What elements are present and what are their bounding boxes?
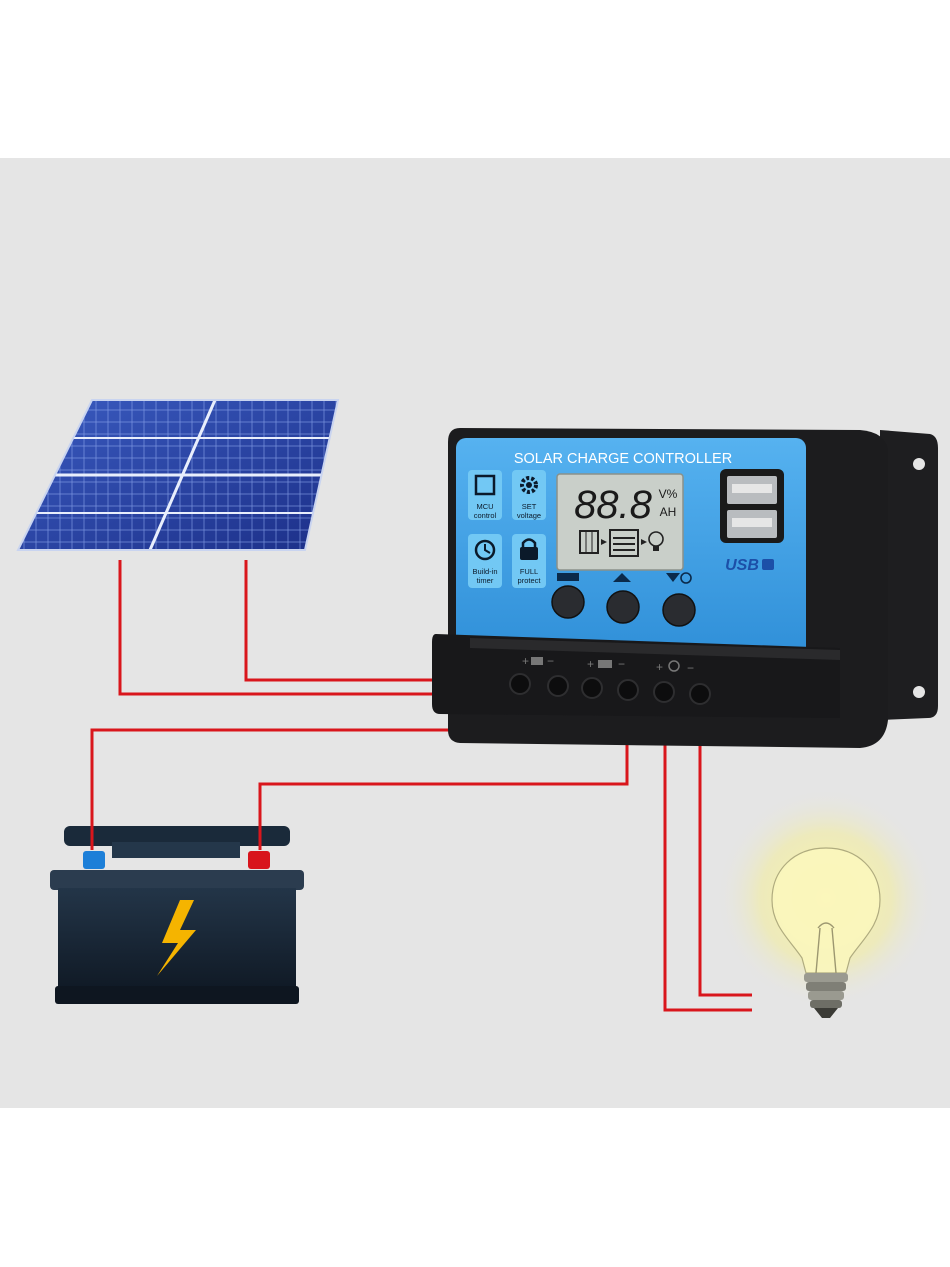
diagram-canvas: SOLAR CHARGE CONTROLLER MCU control SET …	[0, 158, 950, 1108]
battery-terminal-symbol: +	[587, 657, 594, 671]
svg-text:−: −	[618, 657, 625, 671]
load-positive-terminal	[653, 681, 675, 703]
feature-build-in-timer: Build-in timer	[468, 534, 502, 588]
battery-positive-terminal	[248, 851, 270, 869]
clock-icon	[474, 539, 496, 561]
up-icon	[613, 573, 631, 582]
solar-panel	[16, 399, 340, 551]
up-button[interactable]	[606, 590, 640, 624]
solar-positive-terminal	[509, 673, 531, 695]
feature-full-protect: FULL protect	[512, 534, 546, 588]
feature-line2: timer	[477, 576, 494, 585]
usb-plug-icon	[762, 559, 774, 570]
battery-negative-terminal	[83, 851, 105, 869]
mounting-bracket	[880, 430, 938, 720]
lcd-unit-top: V%	[659, 487, 678, 501]
lcd-display: 88.8 V% AH	[556, 473, 684, 571]
lcd-arrow-icon	[601, 539, 607, 545]
feature-mcu-control: MCU control	[468, 470, 502, 520]
battery-negative-terminal-port	[617, 679, 639, 701]
feature-set-voltage: SET voltage	[512, 470, 546, 520]
feature-line1: MCU	[476, 502, 493, 511]
wiring-diagram: SOLAR CHARGE CONTROLLER MCU control SET …	[16, 399, 938, 1018]
feature-line1: FULL	[520, 567, 538, 576]
lcd-unit-bottom: AH	[660, 505, 677, 519]
down-button[interactable]	[662, 593, 696, 627]
menu-button[interactable]	[551, 585, 585, 619]
lightning-bolt-icon	[157, 900, 196, 976]
solar-terminal-icon	[531, 657, 543, 665]
lcd-solar-icon	[579, 530, 599, 554]
gear-icon	[520, 476, 538, 494]
light-icon	[680, 572, 692, 584]
battery	[50, 826, 304, 1004]
lcd-battery-icon	[609, 529, 639, 557]
svg-text:−: −	[687, 661, 694, 675]
chip-icon	[474, 474, 496, 496]
charge-controller: SOLAR CHARGE CONTROLLER MCU control SET …	[432, 428, 938, 748]
solar-wire-negative	[118, 560, 558, 696]
screw-terminals	[509, 673, 711, 705]
battery-positive-terminal-port	[581, 677, 603, 699]
lcd-arrow-icon	[641, 539, 647, 545]
menu-icon	[557, 573, 579, 581]
feature-line1: Build-in	[472, 567, 497, 576]
usb-ports	[720, 469, 784, 543]
controller-title: SOLAR CHARGE CONTROLLER	[514, 451, 732, 467]
down-icon	[666, 573, 680, 582]
load-negative-terminal	[689, 683, 711, 705]
svg-text:−: −	[547, 654, 554, 668]
solar-negative-terminal	[547, 675, 569, 697]
solar-wire-positive	[244, 560, 520, 682]
load-terminal-icon	[668, 660, 680, 672]
load-wire-negative	[698, 698, 752, 997]
feature-line2: protect	[518, 576, 542, 585]
usb-label: USB	[725, 557, 759, 574]
battery-terminal-icon	[598, 660, 612, 668]
load-wire-positive	[663, 698, 752, 1012]
lcd-digits: 88.8	[574, 483, 653, 527]
feature-line2: voltage	[517, 511, 541, 520]
lock-icon	[520, 538, 538, 560]
feature-line1: SET	[522, 502, 537, 511]
solar-terminal-symbol: +	[522, 654, 529, 668]
load-terminal-symbol: +	[656, 660, 663, 674]
feature-line2: control	[474, 511, 497, 520]
light-bulb	[716, 788, 936, 1018]
